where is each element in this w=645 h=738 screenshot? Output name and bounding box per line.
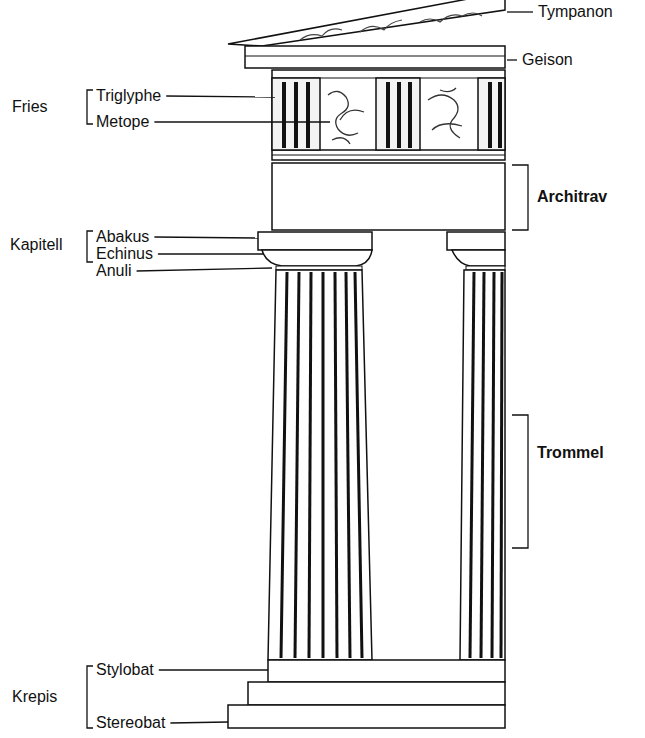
frieze: [272, 70, 505, 160]
echinus: [262, 250, 372, 266]
triglyph: [478, 78, 505, 150]
part-label: Kapitell: [10, 236, 62, 254]
bracket: [87, 666, 93, 728]
abacus: [447, 232, 505, 250]
bracket: [512, 415, 528, 548]
leader-line: [159, 669, 268, 670]
stylobate: [268, 660, 505, 682]
part-label: Fries: [12, 98, 48, 116]
stereobate: [228, 705, 505, 728]
abacus: [258, 232, 372, 250]
part-label: Geison: [522, 51, 573, 69]
part-label: Abakus: [96, 228, 149, 246]
metope-relief: [328, 91, 364, 144]
part-label: Echinus: [96, 245, 153, 263]
leader-line: [137, 268, 272, 271]
bracket: [87, 90, 93, 124]
part-label: Trommel: [537, 444, 604, 462]
step: [248, 682, 505, 705]
triglyph: [376, 78, 420, 150]
part-label: Architrav: [537, 188, 607, 206]
bracket: [87, 231, 93, 262]
triglyph: [272, 78, 320, 150]
echinus: [452, 250, 505, 266]
column-shaft: [460, 270, 505, 660]
geison: [245, 46, 505, 68]
leader-line: [158, 253, 264, 254]
part-label: Krepis: [12, 688, 57, 706]
metope-relief: [428, 88, 462, 138]
column-shaft: [268, 270, 372, 660]
part-label: Metope: [96, 113, 149, 131]
raking-cornice: [228, 0, 505, 46]
part-label: Triglyphe: [96, 87, 161, 105]
part-label: Stereobat: [96, 714, 165, 732]
part-label: Stylobat: [96, 661, 154, 679]
leader-line: [154, 237, 258, 238]
leader-line: [166, 96, 275, 97]
leader-line: [170, 722, 228, 723]
tympanon-sculpture: [300, 13, 482, 40]
architrave: [272, 163, 505, 230]
leader-line: [507, 59, 517, 60]
part-label: Tympanon: [538, 3, 613, 21]
part-label: Anuli: [96, 262, 132, 280]
bracket: [512, 165, 528, 230]
leader-line: [507, 11, 533, 12]
leader-line: [154, 121, 330, 122]
